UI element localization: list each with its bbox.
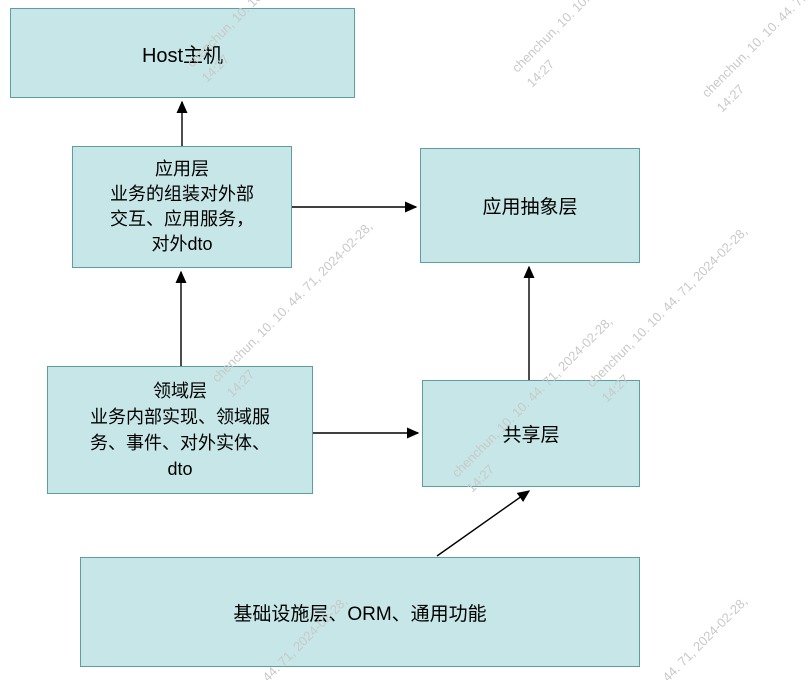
node-application-layer-line: 业务的组装对外部 — [110, 184, 254, 204]
node-application-abstract-layer-label: 应用抽象层 — [482, 197, 578, 218]
node-shared-layer-label: 共享层 — [502, 425, 560, 446]
node-host-label: Host主机 — [141, 44, 224, 67]
node-application-layer-line: 应用层 — [155, 159, 209, 179]
watermark-text: chenchun, 10. 10. 44. 71, 2024-02-28, 14… — [508, 0, 593, 90]
node-infrastructure-layer: 基础设施层、ORM、通用功能 — [80, 557, 640, 667]
node-application-layer-line: 交互、应用服务， — [110, 209, 254, 229]
node-domain-layer: 领域层 业务内部实现、领域服 务、事件、对外实体、 dto — [47, 366, 313, 494]
node-application-abstract-layer: 应用抽象层 — [420, 148, 640, 263]
node-host: Host主机 — [10, 8, 355, 98]
node-application-layer-text: 应用层 业务的组装对外部 交互、应用服务， 对外dto — [110, 157, 254, 257]
watermark-text: chenchun, 10. 10. 44. 71, 2024-02-28, 14… — [698, 0, 812, 115]
arrow-infrastructure-to-shared — [436, 490, 531, 557]
node-domain-layer-line: 领域层 — [153, 381, 207, 401]
node-infrastructure-layer-label: 基础设施层、ORM、通用功能 — [233, 603, 487, 625]
node-domain-layer-text: 领域层 业务内部实现、领域服 务、事件、对外实体、 dto — [90, 378, 270, 482]
node-application-layer-line: 对外dto — [151, 234, 213, 254]
node-shared-layer: 共享层 — [422, 380, 640, 487]
node-application-layer: 应用层 业务的组装对外部 交互、应用服务， 对外dto — [72, 146, 292, 268]
node-domain-layer-line: dto — [167, 459, 193, 479]
node-domain-layer-line: 业务内部实现、领域服 — [90, 407, 270, 427]
node-domain-layer-line: 务、事件、对外实体、 — [90, 433, 270, 453]
